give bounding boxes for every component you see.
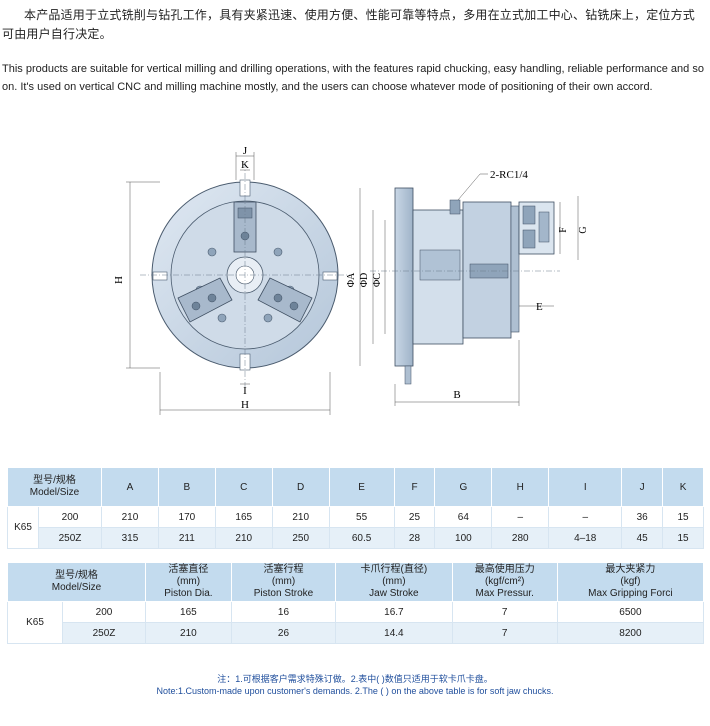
param-header-piston-stroke: 活塞行程 (mm) Piston Stroke (230, 562, 337, 602)
spec-value-cell: 60.5 (328, 527, 395, 549)
intro-english: This products are suitable for vertical … (2, 63, 704, 93)
param-header-jaw-stroke: 卡爪行程(直径) (mm) Jaw Stroke (335, 562, 453, 602)
spec-value-cell: 100 (434, 527, 493, 549)
spec-value-cell: 280 (491, 527, 550, 549)
spec-value-cell: 211 (157, 527, 216, 549)
spec-table: 型号/规格 Model/Size A B C D E F G H I J K K… (7, 467, 704, 549)
spec-value-cell: 15 (662, 506, 704, 528)
spec-value-cell: 55 (328, 506, 395, 528)
chuck-technical-drawing: J K H H I 2-RC1/4 ΦA ΦD ΦC E F (113, 145, 589, 415)
dim-label-i: I (243, 385, 247, 397)
param-header-max-gripping: 最大夹紧力 (kgf) Max Gripping Forci (556, 562, 705, 602)
spec-header-col: K (662, 467, 704, 507)
spec-value-cell: 64 (434, 506, 493, 528)
spec-value-cell: 170 (157, 506, 216, 528)
spec-header-model: 型号/规格 Model/Size (7, 467, 102, 507)
spec-header-col: G (434, 467, 493, 507)
table-row: K65 200 210 170 165 210 55 25 64 – – 36 … (7, 506, 704, 549)
param-table-header-row: 型号/规格 Model/Size 活塞直径 (mm) Piston Dia. 活… (7, 562, 705, 602)
dim-label-b: B (453, 389, 460, 401)
param-header-model: 型号/规格 Model/Size (7, 562, 146, 602)
spec-value-cell: 4–18 (548, 527, 623, 549)
spec-value-cell: 15 (662, 527, 704, 549)
spec-header-col: D (271, 467, 330, 507)
table-row: 250Z 210 26 14.4 7 8200 (8, 622, 705, 644)
table-row: 250Z 315 211 210 250 60.5 28 100 280 4–1… (8, 527, 704, 549)
spec-size-cell: 250Z (38, 527, 102, 549)
spec-value-cell: 45 (621, 527, 664, 549)
note-english: Note:1.Custom-made upon customer's deman… (156, 686, 554, 696)
spec-value-cell: 36 (621, 506, 664, 528)
dim-label-port: 2-RC1/4 (490, 169, 528, 181)
spec-header-col: B (157, 467, 216, 507)
param-value-cell: 6500 (556, 601, 705, 623)
spec-value-cell: 25 (393, 506, 436, 528)
param-value-cell: 8200 (556, 622, 705, 644)
spec-value-cell: 210 (101, 506, 159, 528)
param-size-cell: 250Z (62, 622, 146, 644)
dim-label-d: ΦD (359, 273, 370, 288)
spec-value-cell: 210 (214, 527, 273, 549)
param-size-cell: 200 (62, 601, 146, 623)
spec-value-cell: – (491, 506, 550, 528)
spec-header-col: A (101, 467, 159, 507)
spec-table-header-row: 型号/规格 Model/Size A B C D E F G H I J K (7, 467, 704, 507)
spec-size-cell: 200 (38, 506, 102, 528)
spec-model-cell: K65 (7, 506, 39, 549)
param-header-max-pressure: 最高使用压力 (kgf/cm²) Max Pressur. (451, 562, 558, 602)
spec-value-cell: 315 (101, 527, 159, 549)
spec-header-col: J (621, 467, 664, 507)
dim-label-e: E (536, 301, 543, 313)
spec-value-cell: 165 (214, 506, 273, 528)
intro-chinese: 本产品适用于立式铣削与钻孔工作，具有夹紧迅速、使用方便、性能可靠等特点，多用在立… (2, 8, 696, 41)
spec-header-col: E (328, 467, 395, 507)
param-value-cell: 7 (451, 601, 558, 623)
param-table: 型号/规格 Model/Size 活塞直径 (mm) Piston Dia. 活… (7, 562, 705, 644)
front-view: J K H H I (113, 145, 350, 415)
param-value-cell: 7 (451, 622, 558, 644)
spec-value-cell: 210 (271, 506, 330, 528)
param-value-cell: 210 (145, 622, 232, 644)
dim-label-g: G (578, 226, 589, 233)
spec-header-col: F (393, 467, 436, 507)
dim-label-k: K (241, 159, 249, 171)
dim-label-h-horizontal: H (241, 399, 249, 411)
dim-label-j: J (243, 145, 248, 157)
dim-label-f: F (558, 227, 569, 233)
param-value-cell: 14.4 (335, 622, 453, 644)
dim-label-c: ΦC (372, 273, 383, 287)
side-view: 2-RC1/4 ΦA ΦD ΦC E F G B (346, 169, 589, 406)
param-value-cell: 165 (145, 601, 232, 623)
param-value-cell: 16.7 (335, 601, 453, 623)
spec-header-col: C (214, 467, 273, 507)
spec-header-col: I (548, 467, 623, 507)
dim-label-h-vertical: H (113, 276, 125, 284)
dim-label-a: ΦA (346, 272, 357, 287)
spec-header-col: H (491, 467, 550, 507)
spec-value-cell: 250 (271, 527, 330, 549)
param-value-cell: 16 (230, 601, 337, 623)
spec-value-cell: 28 (393, 527, 436, 549)
note-chinese: 注：1.可根据客户需求特殊订做。2.表中( )数值只适用于软卡爪卡盘。 (217, 674, 493, 684)
param-value-cell: 26 (230, 622, 337, 644)
spec-value-cell: – (548, 506, 623, 528)
param-model-cell: K65 (7, 601, 63, 644)
table-row: K65 200 165 16 16.7 7 6500 (7, 601, 705, 644)
param-header-piston-dia: 活塞直径 (mm) Piston Dia. (145, 562, 232, 602)
